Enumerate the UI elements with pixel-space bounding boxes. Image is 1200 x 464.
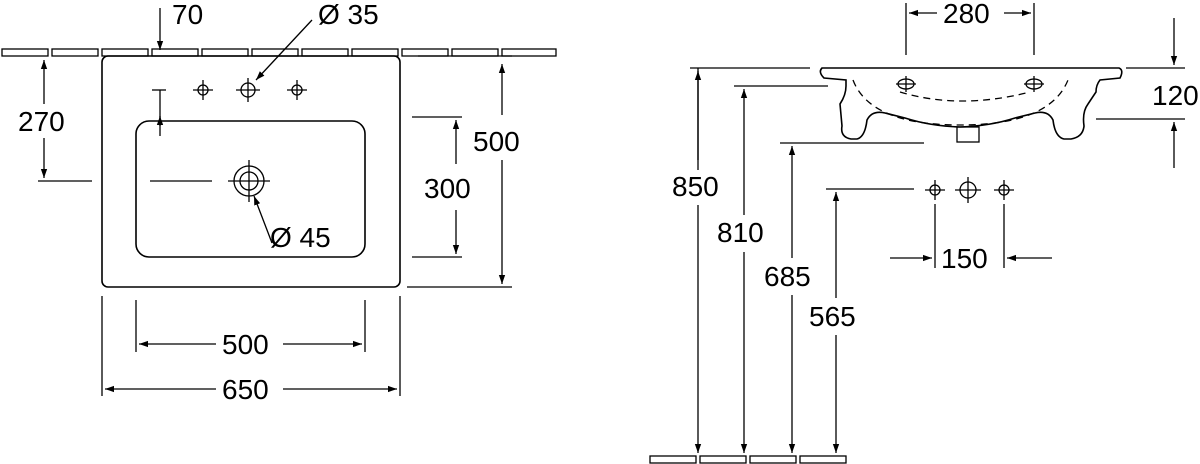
- tap-hole-icon: [287, 80, 307, 100]
- floor-tiles: [649, 455, 847, 464]
- waste-outlet-icon: [150, 160, 270, 202]
- dim-bowl-width: 500: [222, 329, 269, 360]
- dim-rim-height: 850: [672, 171, 719, 202]
- tap-hole-icon: [994, 180, 1014, 200]
- dim-overall-depth: 500: [473, 126, 520, 157]
- tap-hole-icon: [955, 177, 981, 203]
- overflow-hole-icon: [896, 76, 916, 92]
- dim-overflow-spacing: 280: [943, 0, 990, 29]
- tap-hole-icon: [193, 80, 213, 100]
- basin-side-profile: [819, 67, 1123, 140]
- tap-hole-icon: [236, 78, 260, 102]
- dim-front-to-tap: 270: [18, 106, 65, 137]
- tap-hole-icon: [925, 180, 945, 200]
- bowl-outline: [135, 120, 366, 258]
- dim-bowl-depth: 300: [424, 173, 471, 204]
- dim-tap-offset: 70: [172, 0, 203, 30]
- dim-bowl-bottom-height: 685: [764, 261, 811, 292]
- dim-underside-height: 810: [717, 217, 764, 248]
- dim-tap-holes-spacing: 150: [941, 243, 988, 274]
- basin-outline: [101, 55, 401, 288]
- dim-tap-holes-height: 565: [809, 301, 856, 332]
- plan-view: 70 Ø 35 270 300 500 Ø 45 500: [1, 0, 557, 405]
- dim-tap-hole-diameter: Ø 35: [318, 0, 379, 30]
- dim-basin-height: 120: [1152, 80, 1199, 111]
- dim-overall-width: 650: [222, 374, 269, 405]
- dim-waste-diameter: Ø 45: [270, 222, 331, 253]
- side-view: 280 120: [649, 0, 1199, 464]
- overflow-hole-icon: [1024, 76, 1044, 92]
